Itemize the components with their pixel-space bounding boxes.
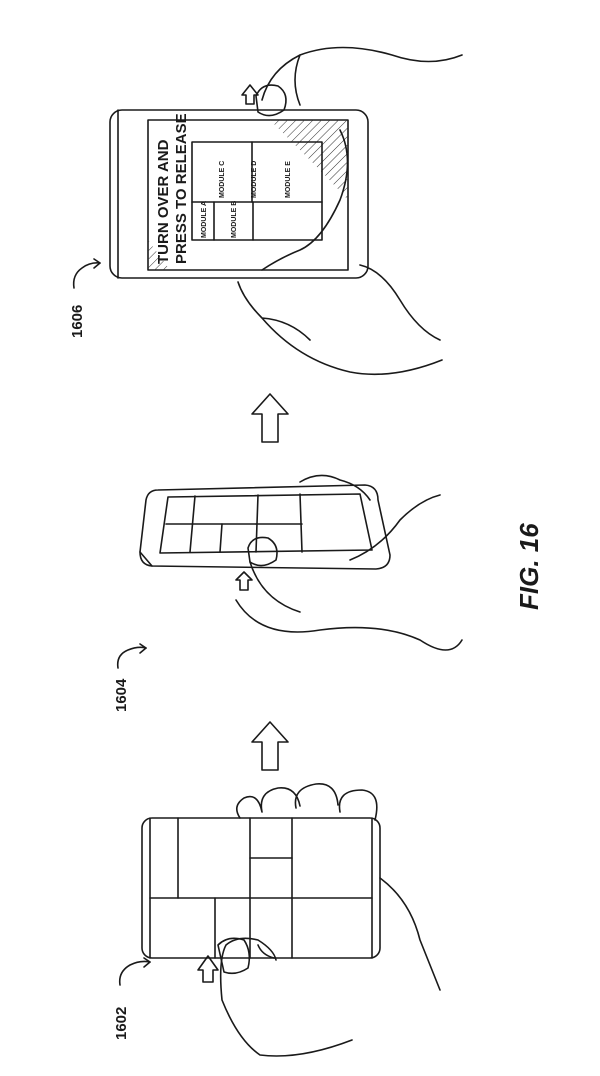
step-1606-top-hand [261,46,463,106]
step-1602-illustration [141,783,441,1057]
screen-heading-line1: TURN OVER AND [155,139,172,264]
step-1604-hand [235,474,463,651]
step-1604-device [139,484,391,570]
ref-lead-1604 [116,646,147,669]
step-1602-press-arrow-icon [197,955,219,983]
step-1602-thumb [219,937,353,1057]
transition-arrow-1-to-2 [251,721,289,771]
module-label-e: MODULE E [285,161,292,198]
ref-lead-1606 [72,262,101,289]
screen-heading-line2: PRESS TO RELEASE [173,113,190,264]
ref-lead-1602 [118,960,151,986]
step-1602-device [141,817,381,959]
step-1606-illustration [109,46,463,376]
step-1606-press-arrow-icon [241,84,259,105]
module-grid [191,141,323,241]
step-1602-palm [379,877,441,991]
step-1604-illustration [139,474,463,651]
ref-label-1606: 1606 [69,305,86,338]
step-1606-screen-shading [270,120,348,200]
figure-caption: FIG. 16 [514,523,544,610]
module-label-a: MODULE A [201,201,208,238]
ref-label-1602: 1602 [113,1007,130,1040]
step-1604-press-arrow-icon [235,571,253,591]
module-label-d: MODULE D [251,161,258,198]
step-1602-fingers [236,783,378,821]
step-1606-device [109,109,369,279]
module-label-b: MODULE B [231,201,238,238]
transition-arrow-2-to-3 [251,393,289,443]
module-label-c: MODULE C [219,161,226,198]
step-1606-bottom-hand [237,264,443,376]
ref-label-1604: 1604 [113,678,130,712]
